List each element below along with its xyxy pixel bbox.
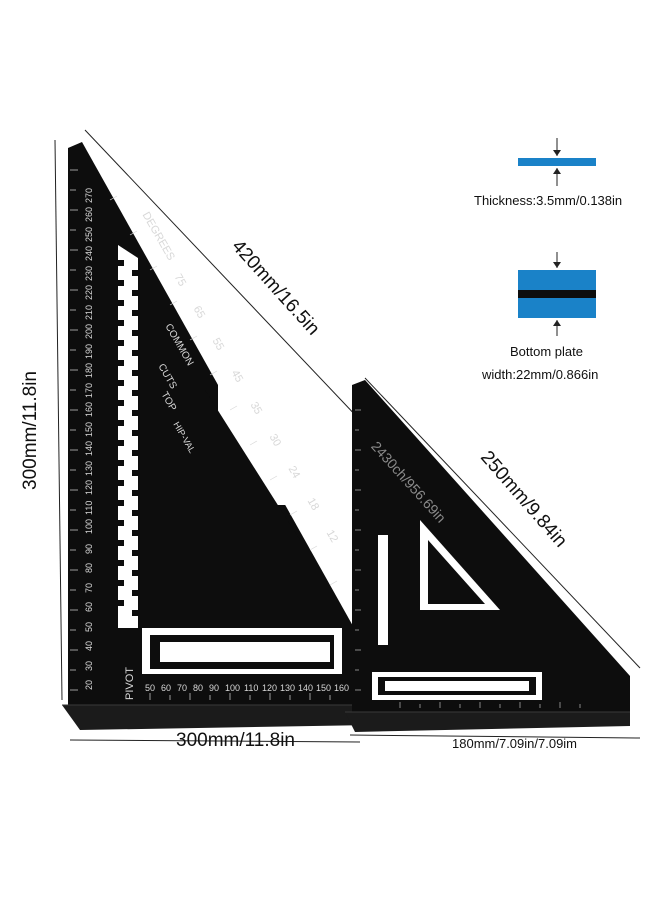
vertical-scale-tick-label: 250 (84, 226, 94, 242)
vertical-scale-tick-label: 60 (84, 601, 94, 612)
base-scale-tick-label: 100 (225, 683, 241, 693)
vertical-scale-tick-label: 190 (84, 343, 94, 359)
small-hypotenuse-dimension-line (364, 377, 641, 669)
base-scale-tick-label: 150 (316, 683, 332, 693)
vertical-scale-tick-label: 110 (84, 500, 94, 515)
vertical-scale-tick-label: 140 (84, 440, 94, 456)
base-scale-tick-label: 120 (262, 683, 278, 693)
vertical-scale-tick-label: 260 (84, 206, 94, 222)
bottom-plate-label-line2: width:22mm/0.866in (482, 367, 599, 382)
bottom-plate-label-line1: Bottom plate (510, 344, 583, 359)
hypotenuse-dimension-line (84, 129, 361, 421)
base-scale-tick-label: 140 (298, 683, 314, 693)
small-base-label: 180mm/7.09in/7.09im (452, 736, 578, 751)
base-scale-tick-label: 70 (177, 683, 188, 693)
base-scale: 50 60 70 80 90 100 110 120 130 140 150 1… (145, 683, 349, 697)
height-dimension-line (54, 139, 63, 701)
vertical-scale-tick-label: 70 (84, 582, 94, 593)
base-scale-tick-label: 60 (161, 683, 172, 693)
thickness-diagram (518, 138, 596, 186)
vertical-scale-tick-label: 240 (84, 245, 94, 261)
vertical-scale-tick-label: 170 (84, 382, 94, 398)
vertical-scale-tick-label: 270 (84, 187, 94, 203)
large-rafter-square (62, 142, 372, 730)
base-scale-tick-label: 110 (244, 683, 259, 693)
base-scale-tick-label: 90 (209, 683, 220, 693)
thickness-label: Thickness:3.5mm/0.138in (474, 193, 623, 208)
pivot-engraving: PIVOT (124, 666, 136, 700)
vertical-scale-tick-label: 80 (84, 562, 94, 573)
vertical-scale-tick-label: 30 (84, 660, 94, 671)
vertical-scale-tick-label: 90 (84, 543, 94, 554)
base-scale-tick-label: 80 (193, 683, 204, 693)
vertical-scale-tick-label: 220 (84, 284, 94, 300)
base-scale-tick-label: 130 (280, 683, 296, 693)
vertical-scale-tick-label: 210 (84, 304, 94, 320)
vertical-scale-tick-label: 230 (84, 265, 94, 281)
base-scale-tick-label: 50 (145, 683, 156, 693)
vertical-scale-tick-label: 200 (84, 323, 94, 339)
vertical-scale-tick-label: 120 (84, 479, 94, 495)
vertical-scale-tick-label: 160 (84, 401, 94, 417)
small-rafter-square (345, 380, 630, 732)
vertical-scale-tick-label: 150 (84, 421, 94, 437)
base-dimension-line (69, 739, 361, 743)
vertical-scale-tick-label: 20 (84, 679, 94, 690)
bottom-plate-diagram (518, 252, 596, 336)
vertical-scale-tick-label: 50 (84, 621, 94, 632)
vertical-scale-tick-label: 180 (84, 362, 94, 378)
vertical-scale-tick-label: 40 (84, 640, 94, 651)
small-base-dimension-line (349, 734, 641, 739)
height-label: 300mm/11.8in (20, 371, 41, 490)
base-scale-tick-label: 160 (334, 683, 350, 693)
large-base-label: 300mm/11.8in (176, 730, 295, 751)
vertical-scale-tick-label: 100 (84, 518, 94, 534)
vertical-scale-tick-label: 130 (84, 460, 94, 476)
